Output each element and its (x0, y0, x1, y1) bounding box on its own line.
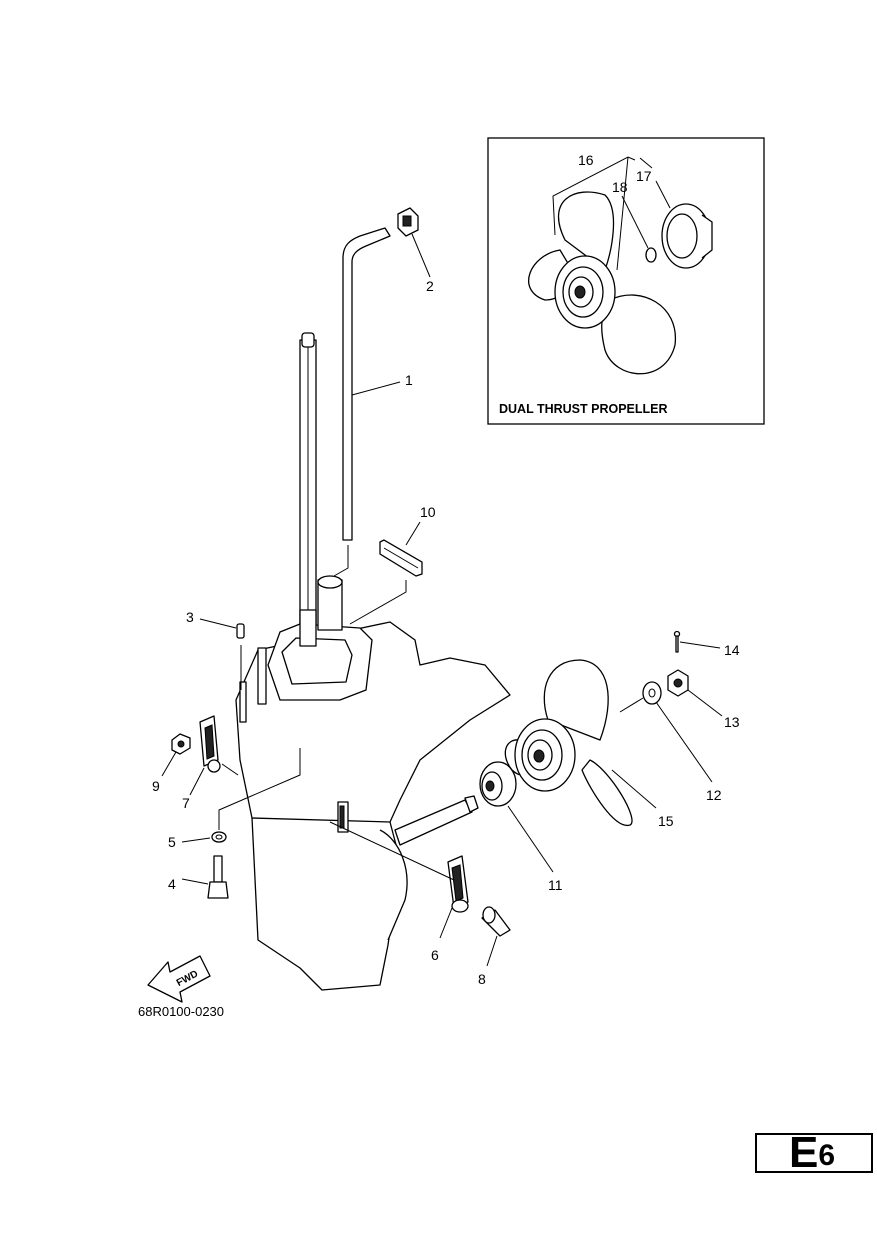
part-11-bushing (479, 761, 517, 807)
callout-14: 14 (724, 642, 740, 658)
fwd-arrow-icon: FWD (147, 955, 211, 1003)
callout-9: 9 (152, 778, 160, 794)
part-12-washer (642, 681, 662, 705)
callout-15: 15 (658, 813, 674, 829)
part-7-anode (199, 715, 221, 773)
part-8-screw (481, 906, 511, 937)
part-1-tube (342, 227, 391, 541)
part-9-nut (171, 733, 191, 755)
part-10-seal (379, 539, 423, 577)
part-15-propeller (504, 659, 633, 826)
inset-title: DUAL THRUST PROPELLER (499, 402, 668, 416)
callout-5: 5 (168, 834, 176, 850)
section-number: 6 (818, 1139, 836, 1172)
callout-1: 1 (405, 372, 413, 388)
part-14-cotter-pin (673, 630, 681, 653)
callout-11: 11 (548, 877, 563, 893)
callout-18: 18 (612, 179, 628, 195)
part-4-bolt (207, 855, 229, 899)
callout-7: 7 (182, 795, 190, 811)
drive-shaft (299, 332, 317, 631)
callout-6: 6 (431, 947, 439, 963)
callout-2: 2 (426, 278, 434, 294)
drawing-code: 68R0100-0230 (138, 1004, 224, 1019)
part-2-grommet (397, 207, 419, 237)
callout-10: 10 (420, 504, 436, 520)
callout-12: 12 (706, 787, 722, 803)
callout-8: 8 (478, 971, 486, 987)
section-letter: E (789, 1128, 819, 1177)
part-13-nut (667, 669, 689, 697)
part-6-anode (447, 855, 469, 913)
part-3-dowel-pin (236, 623, 245, 639)
callout-3: 3 (186, 609, 194, 625)
inset-dual-thrust-propeller: 16 18 17 DUAL THRUST PROPELLER (487, 137, 765, 425)
part-5-washer (211, 831, 227, 843)
lower-case (235, 575, 511, 991)
callout-13: 13 (724, 714, 740, 730)
callout-17: 17 (636, 168, 652, 184)
callout-16: 16 (578, 152, 594, 168)
callout-4: 4 (168, 876, 176, 892)
